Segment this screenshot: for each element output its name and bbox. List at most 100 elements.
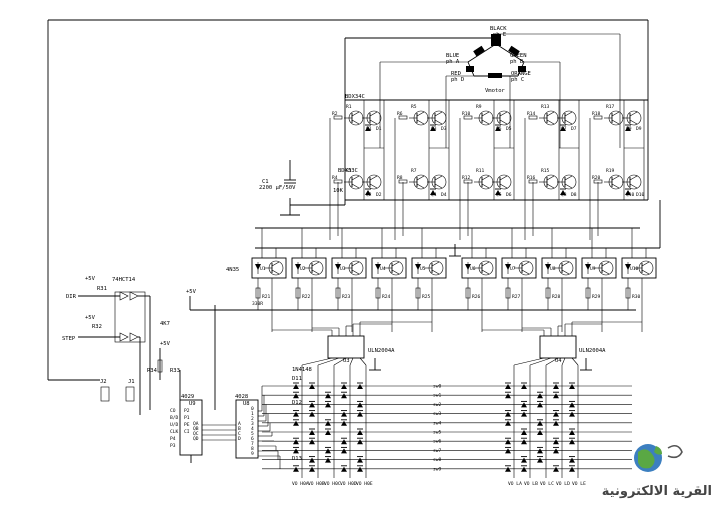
coil-phase-black: ph E [493,32,506,38]
u8-pin-right: 5 [251,431,254,437]
u4-id: U4 [555,358,562,364]
resistor-top-label: R14 [527,111,536,117]
output-right-label: VO LB [524,481,538,487]
resistor-bottom-label: R12 [462,175,471,181]
aux-res-label: 4K7 [160,321,170,327]
u9-pin-right: QB [193,426,199,432]
bus-label: sw2 [433,402,442,408]
capacitor-c1: C1 2200 µF/50V [259,160,296,191]
r33-label: R33 [170,368,180,374]
opto-resistor-label: R23 [342,294,351,300]
opto-id-label: U1 [260,266,266,272]
opto-resistor-label: R28 [552,294,561,300]
u3-id: U3 [343,358,350,364]
output-left-label: VO H0A [292,481,309,487]
u4-type: ULN2004A [579,348,606,354]
coil-phase-green: ph B [510,59,524,65]
input-buffers: +5V 74HCT14 R31 DIR +5V R32 STEP [62,276,151,415]
capacitor-id: C1 [262,179,269,185]
diode-bottom-label: D8 [571,192,577,198]
bus-label: sw8 [433,457,442,463]
u8-pin-left: A [238,421,241,427]
resistor-top-label: R10 [462,111,471,117]
resistor-mid-label: R5 [411,104,417,110]
u9-pin-inner: P1 [184,415,190,421]
jumpers: J2 J1 [100,379,135,402]
supply-label-3: +5V [85,315,96,321]
transistor-bottom-label: Q4 [431,192,437,198]
optocoupler-array: U1R21U2R22U3R23U4R24U5R25U6R26U7R27U8R28… [251,228,657,332]
resistor-mid2-label: R19 [606,168,615,174]
aux-resistors: 4K7 +5V R33 R34 [147,321,181,400]
u9-pin-left: U/D [170,422,179,428]
diode-bottom-label: D4 [441,192,447,198]
u8-pin-right: 2 [251,416,254,422]
supply-label-1: +5V [186,289,197,295]
dir-label: DIR [66,294,77,300]
u8-pin-right: 8 [251,446,254,452]
motor-title: Vmotor [485,88,506,94]
u8-pin-left: D [238,436,241,442]
u8-pin-left: B [238,426,241,432]
opto-resistor-label: R29 [592,294,601,300]
diode-top-label: D9 [636,126,642,132]
coil-label-blue: BLUE [446,53,459,59]
coil-label-red: RED [451,71,461,77]
opto-resistor-label: R22 [302,294,311,300]
diode-ref-d11: D11 [292,376,302,382]
power-bridges: R2R4R1R3Q1Q2D1D2R6R8R5R7Q3Q4D3D4R10R12R9… [329,100,645,240]
u9-pin-right: QC [193,431,199,437]
diode-bottom-label: D10 [636,192,645,198]
transistor-bottom-label: Q2 [366,192,372,198]
opto-id-label: U3 [340,266,346,272]
opto-id-label: U7 [510,266,516,272]
opto-id-label: U8 [550,266,556,272]
u8-pin-left: C [238,431,241,437]
u8-id: U8 [243,401,250,407]
output-left-label: VO H0D [340,481,357,487]
u9-pin-left: CLK [170,429,179,435]
supply-5v: +5V [186,289,636,410]
resistor-10k-value: 10K [333,188,344,194]
resistor-bottom-label: R8 [397,175,403,181]
bus-label: sw3 [433,411,442,417]
coil-phase-orange: ph C [511,77,524,83]
opto-resistor-label: R25 [422,294,431,300]
coil-label-black: BLACK [490,26,507,32]
u9-pin-left: P3 [170,443,176,449]
resistor-bottom-label: R20 [592,175,601,181]
u9-type: 4029 [181,394,194,400]
supply-label-2: +5V [85,276,96,282]
u9-pin-right: QA [193,421,199,427]
diode-bottom-label: D6 [506,192,512,198]
resistor-mid-label: R9 [476,104,482,110]
buffer-type: 74HCT14 [112,277,136,283]
u8-type: 4028 [235,394,248,400]
transistor-bottom-label: Q8 [561,192,567,198]
driver-u4: ULN2004A U4 [539,335,606,371]
u9-pin-right: QD [193,436,199,442]
transistor-bottom-label: Q6 [496,192,502,198]
opto-resistor-label: R27 [512,294,521,300]
output-left-label: VO H0B [308,481,325,487]
supply-label-mid: +5V [160,341,171,347]
driver-u3: ULN2004A U3 [327,335,395,371]
u9-pin-left: P4 [170,436,176,442]
transistor-top-label: Q5 [496,126,502,132]
opto-resistor-value: 330R [252,301,263,307]
transistor-type-lower: BDX33C [338,168,358,174]
opto-id-label: U2 [300,266,306,272]
opto-resistor-label: R21 [262,294,271,300]
